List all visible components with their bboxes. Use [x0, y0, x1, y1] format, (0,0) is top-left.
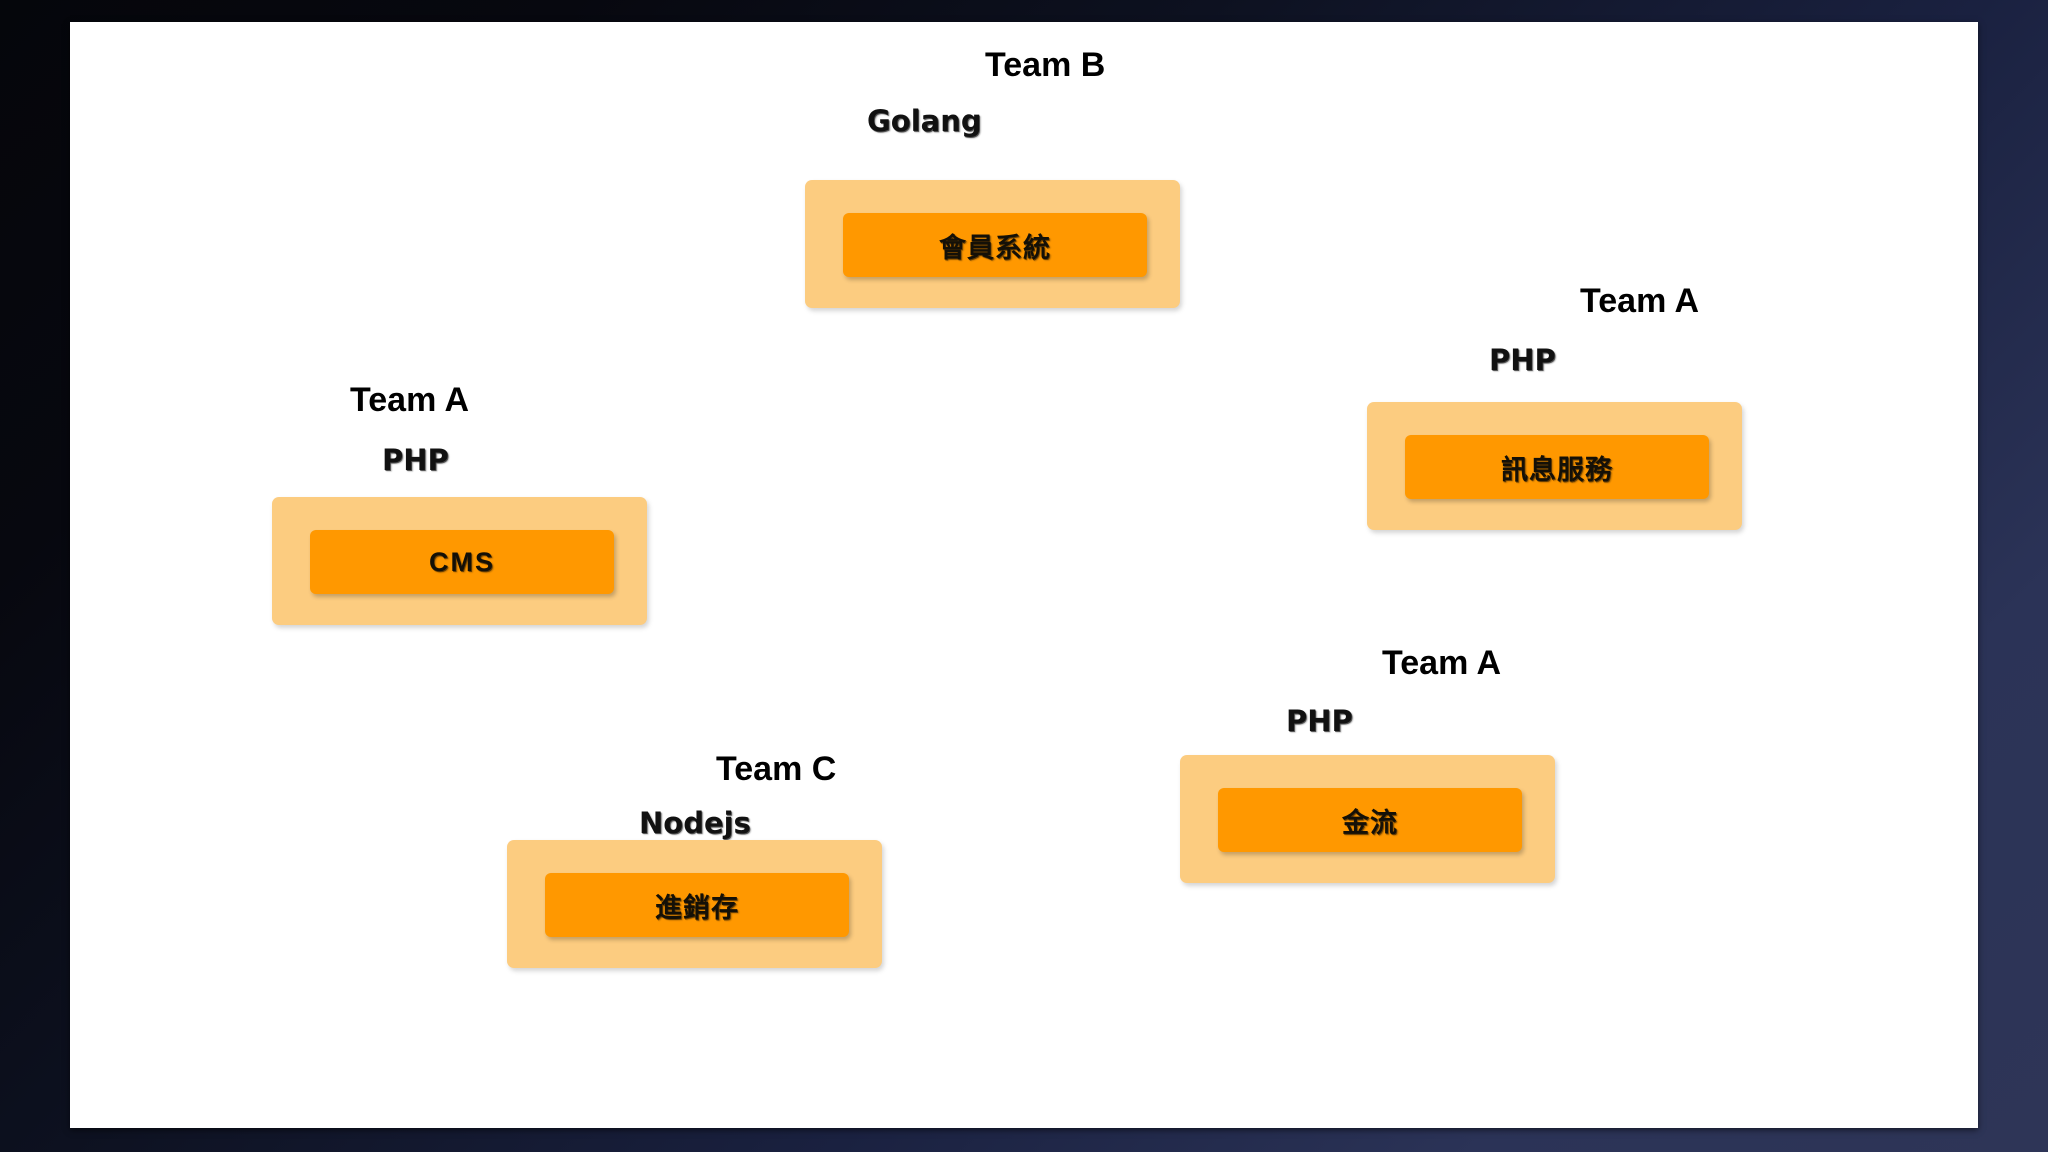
stack-label-inventory: Nodejs — [639, 806, 751, 840]
team-label-cms: Team A — [350, 381, 470, 419]
service-name-member-system: 會員系統 — [939, 232, 1051, 264]
service-name-inventory: 進銷存 — [655, 892, 739, 924]
team-label-message-service: Team A — [1580, 282, 1700, 320]
card-inner-member-system[interactable]: 會員系統 — [843, 213, 1147, 277]
service-name-message-service: 訊息服務 — [1501, 454, 1613, 486]
card-inner-message-service[interactable]: 訊息服務 — [1405, 435, 1709, 499]
stack-label-cms: PHP — [382, 443, 449, 477]
team-label-payment: Team A — [1382, 644, 1502, 682]
card-inner-payment[interactable]: 金流 — [1218, 788, 1522, 852]
service-name-payment: 金流 — [1342, 807, 1398, 839]
card-outer-payment[interactable]: 金流 — [1180, 755, 1555, 883]
team-label-inventory: Team C — [716, 750, 837, 788]
stack-label-message-service: PHP — [1489, 343, 1556, 377]
team-label-member-system: Team B — [985, 46, 1106, 84]
slide-canvas: Team B Golang 會員系統 Team A PHP 訊息服務 Team … — [70, 22, 1978, 1128]
stack-label-payment: PHP — [1286, 704, 1353, 738]
service-name-cms: CMS — [429, 546, 495, 577]
card-outer-message-service[interactable]: 訊息服務 — [1367, 402, 1742, 530]
card-outer-member-system[interactable]: 會員系統 — [805, 180, 1180, 308]
card-inner-inventory[interactable]: 進銷存 — [545, 873, 849, 937]
card-outer-inventory[interactable]: 進銷存 — [507, 840, 882, 968]
stack-label-member-system: Golang — [867, 104, 982, 138]
card-inner-cms[interactable]: CMS — [310, 530, 614, 594]
card-outer-cms[interactable]: CMS — [272, 497, 647, 625]
